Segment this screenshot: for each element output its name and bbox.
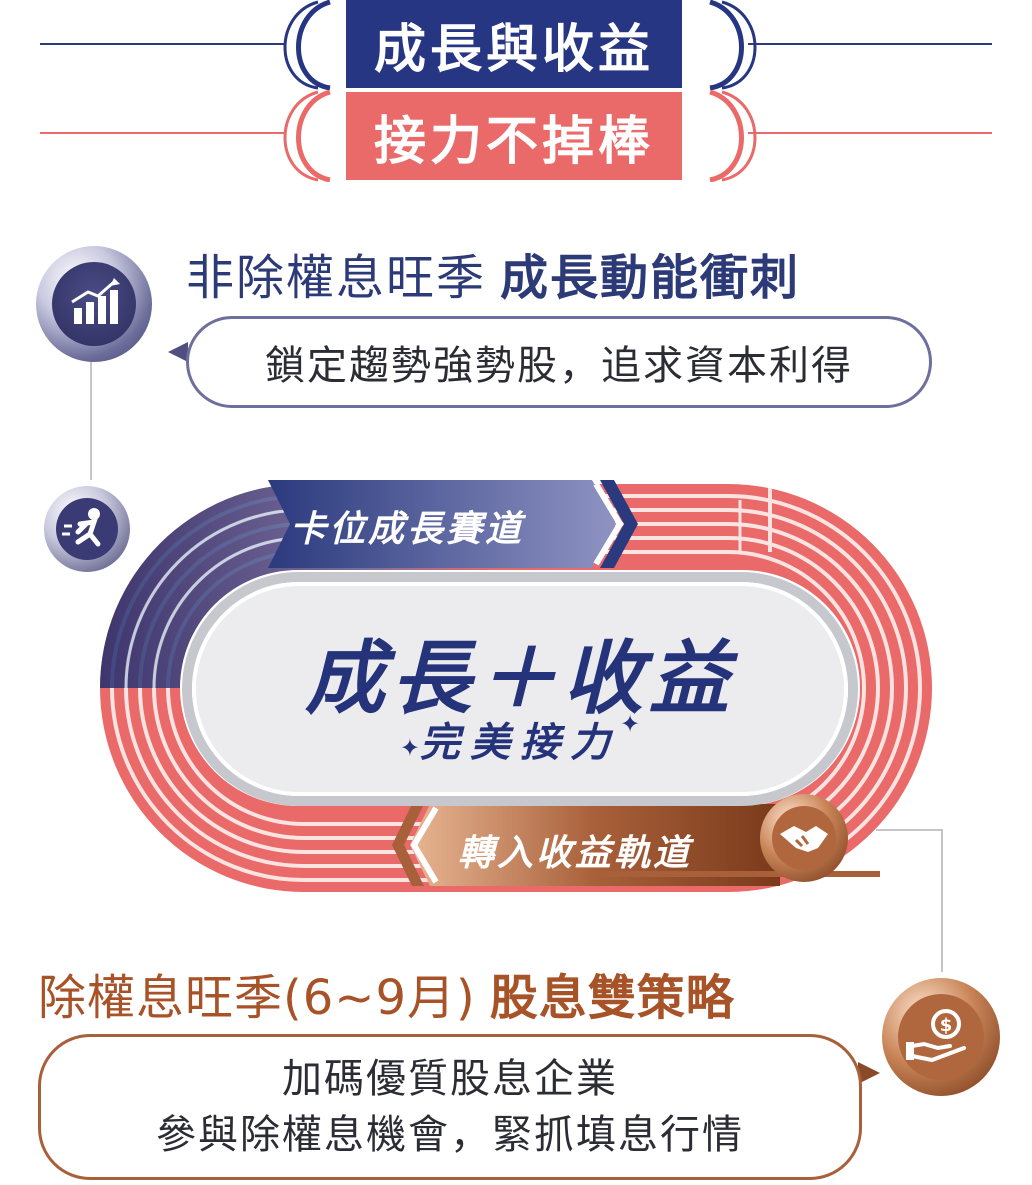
track-center-field: 成長＋收益 ✦完美接力✦ — [192, 582, 848, 796]
track-center-title: 成長＋收益 — [305, 632, 735, 725]
banner-title-bottom: 接力不掉棒 — [346, 92, 682, 180]
money-icon-ring: $ — [882, 978, 1000, 1096]
growth-chart-icon — [52, 262, 136, 346]
money-hand-icon: $ — [898, 994, 984, 1080]
connector-line-left — [90, 340, 92, 480]
section2-heading-bold: 股息雙策略 — [489, 970, 735, 1026]
pill1-pointer — [168, 342, 188, 362]
runner-icon-ring — [44, 486, 130, 572]
section2-line-2: 參與除權息機會，緊抓填息行情 — [156, 1112, 744, 1158]
track-center-subtitle: ✦完美接力✦ — [192, 710, 848, 768]
section2-description: 加碼優質股息企業 參與除權息機會，緊抓填息行情 — [38, 1034, 862, 1180]
banner-title-top: 成長與收益 — [346, 0, 682, 88]
connector-line-right — [876, 829, 943, 972]
sparkle-right-icon: ✦ — [620, 710, 641, 738]
sparkle-left-icon: ✦ — [399, 734, 420, 762]
banner-line-left-bottom — [40, 132, 286, 134]
section2-heading-normal: 除權息旺季(6~9月) — [38, 970, 476, 1026]
banner-line-right-bottom — [748, 132, 992, 134]
runner-icon — [56, 498, 118, 560]
section1-description: 鎖定趨勢強勢股，追求資本利得 — [186, 316, 932, 408]
svg-text:$: $ — [940, 1015, 953, 1036]
track-bottom-tag: 轉入收益軌道 — [458, 833, 693, 874]
track-center-subtitle-text: 完美接力 — [420, 720, 620, 766]
section1-heading: 非除權息旺季成長動能衝刺 — [186, 238, 800, 308]
banner-line-left-top — [40, 43, 286, 45]
track-top-tag: 卡位成長賽道 — [290, 509, 525, 550]
pill2-pointer — [858, 1062, 880, 1084]
handshake-icon-ring — [760, 794, 848, 882]
section2-line-1: 加碼優質股息企業 — [282, 1056, 618, 1102]
growth-icon-ring — [36, 246, 152, 362]
section1-heading-bold: 成長動能衝刺 — [500, 250, 801, 306]
handshake-icon — [772, 806, 836, 870]
section1-heading-normal: 非除權息旺季 — [186, 250, 487, 306]
banner-brackets — [283, 0, 757, 182]
section2-heading: 除權息旺季(6~9月)股息雙策略 — [38, 958, 735, 1028]
banner-line-right-top — [748, 43, 992, 45]
